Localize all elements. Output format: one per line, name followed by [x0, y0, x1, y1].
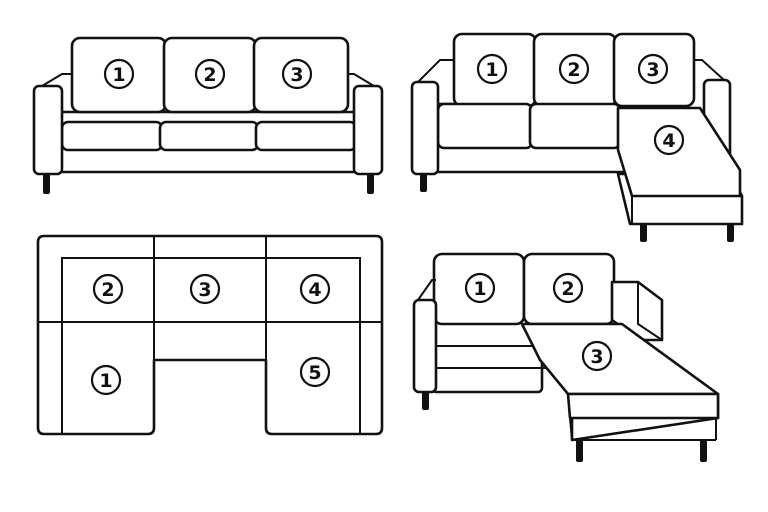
svg-text:4: 4 [662, 130, 675, 152]
seat-number-badge: 3 [637, 53, 669, 85]
armrest-left [412, 298, 438, 394]
chaise-edge [569, 417, 573, 441]
svg-text:2: 2 [101, 279, 114, 301]
armrest-edge [637, 282, 663, 341]
sofa-leg [422, 390, 429, 410]
u-shaped-sectional [36, 234, 384, 436]
armrest-top-line [417, 279, 436, 301]
seat-number-badge: 4 [299, 273, 331, 305]
svg-text:5: 5 [308, 362, 321, 384]
sectional-outline [36, 234, 384, 436]
seat-number-badge: 2 [92, 273, 124, 305]
sofa-leg [727, 224, 734, 242]
seat-number-badge: 1 [464, 272, 496, 304]
svg-text:2: 2 [561, 278, 574, 300]
sofa-leg [700, 440, 707, 462]
svg-text:4: 4 [308, 279, 321, 301]
armrest-right [352, 84, 384, 176]
svg-text:3: 3 [290, 64, 303, 86]
seat-number-badge: 3 [189, 273, 221, 305]
seat-cushion [528, 102, 622, 150]
seat-cushion [436, 102, 534, 150]
armrest-top-line [417, 59, 454, 83]
seat-number-badge: 3 [581, 340, 613, 372]
sofa-leg [576, 440, 583, 462]
seat-number-badge: 4 [653, 124, 685, 156]
sofa-with-chaise-right [410, 32, 744, 242]
svg-text:3: 3 [646, 59, 659, 81]
seat-number-badge: 1 [103, 58, 135, 90]
sofa-leg [43, 172, 50, 194]
svg-text:1: 1 [112, 64, 125, 86]
svg-text:2: 2 [567, 59, 580, 81]
svg-text:1: 1 [99, 370, 112, 392]
seat-cushion [158, 120, 260, 152]
chaise-cushion [616, 106, 742, 198]
sofa-leg [420, 172, 427, 192]
svg-text:3: 3 [198, 279, 211, 301]
seat-number-badge: 1 [476, 53, 508, 85]
chaise-front [566, 392, 720, 420]
svg-text:1: 1 [485, 59, 498, 81]
armrest-top-line [348, 73, 375, 87]
svg-text:2: 2 [203, 64, 216, 86]
sofa-leg [367, 172, 374, 194]
seat-number-badge: 2 [552, 272, 584, 304]
svg-text:1: 1 [473, 278, 486, 300]
seat-number-badge: 2 [194, 58, 226, 90]
chaise-cushion [520, 322, 720, 396]
svg-text:3: 3 [590, 346, 603, 368]
seat-number-badge: 1 [90, 364, 122, 396]
armrest-top-line [694, 59, 725, 81]
sofa-three-seat [32, 36, 384, 194]
seat-cushion [60, 120, 164, 152]
sofa-leg [640, 224, 647, 242]
seat-number-badge: 2 [558, 53, 590, 85]
seat-number-badge: 3 [281, 58, 313, 90]
seat-number-badge: 5 [299, 356, 331, 388]
armrest-left [32, 84, 64, 176]
armrest-top-line [41, 73, 72, 87]
seat-cushion [254, 120, 358, 152]
armrest-left [410, 80, 440, 176]
sofa-with-chaise-angled [412, 252, 720, 462]
sectional-back-inner [61, 257, 361, 434]
